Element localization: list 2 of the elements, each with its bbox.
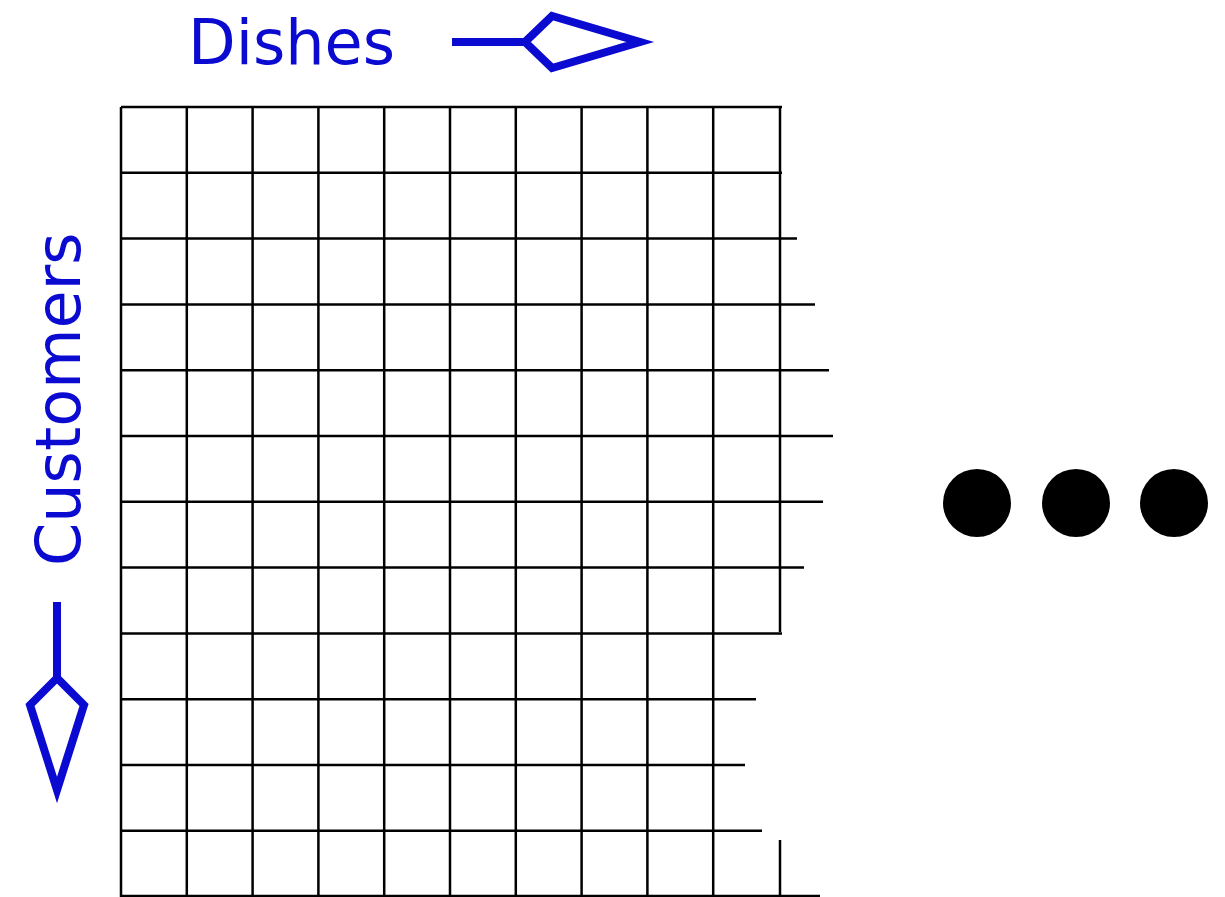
axis-label: Dishes [188,12,395,74]
axis-label: Customers [28,232,90,566]
